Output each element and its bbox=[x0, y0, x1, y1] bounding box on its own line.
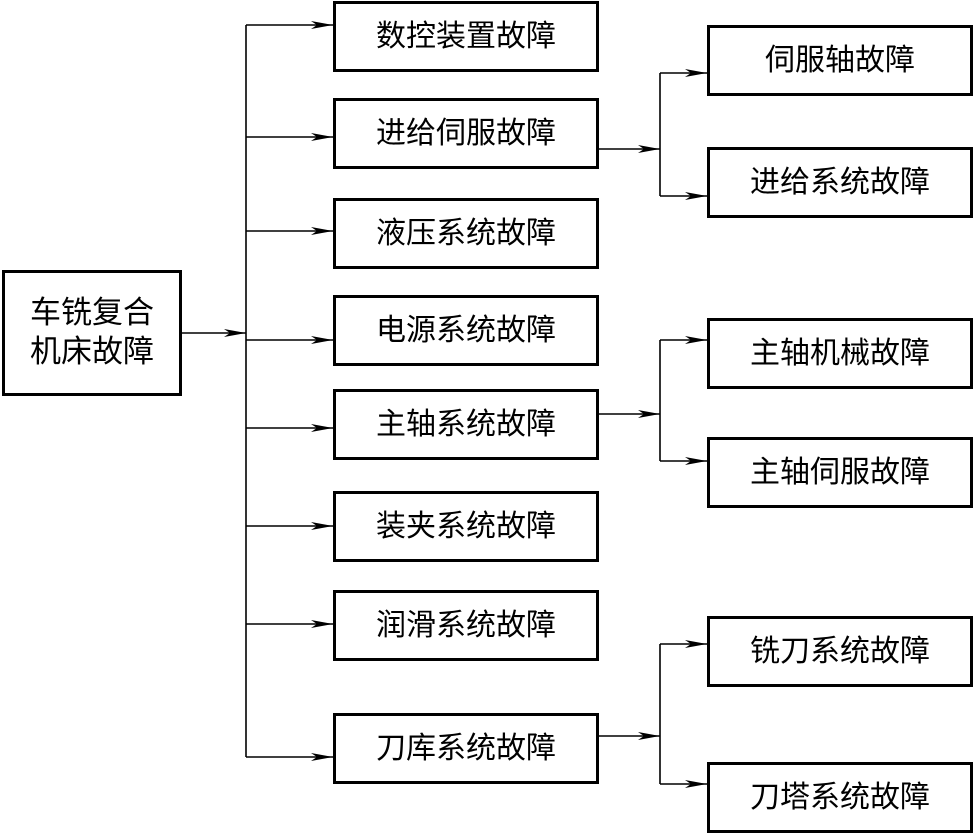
category-node: 液压系统故障 bbox=[333, 198, 599, 269]
category-node: 进给伺服故障 bbox=[333, 98, 599, 169]
category-node: 装夹系统故障 bbox=[333, 491, 599, 562]
sub-node: 主轴机械故障 bbox=[707, 318, 973, 389]
root-node: 车铣复合 机床故障 bbox=[2, 270, 182, 396]
category-node: 刀库系统故障 bbox=[333, 713, 599, 784]
sub-node: 进给系统故障 bbox=[707, 147, 973, 218]
category-node: 润滑系统故障 bbox=[333, 590, 599, 661]
category-node: 主轴系统故障 bbox=[333, 389, 599, 460]
sub-node: 刀塔系统故障 bbox=[707, 762, 973, 833]
sub-node: 铣刀系统故障 bbox=[707, 616, 973, 687]
category-node: 电源系统故障 bbox=[333, 295, 599, 366]
sub-node: 主轴伺服故障 bbox=[707, 437, 973, 508]
category-node: 数控装置故障 bbox=[333, 1, 599, 72]
sub-node: 伺服轴故障 bbox=[707, 25, 973, 96]
